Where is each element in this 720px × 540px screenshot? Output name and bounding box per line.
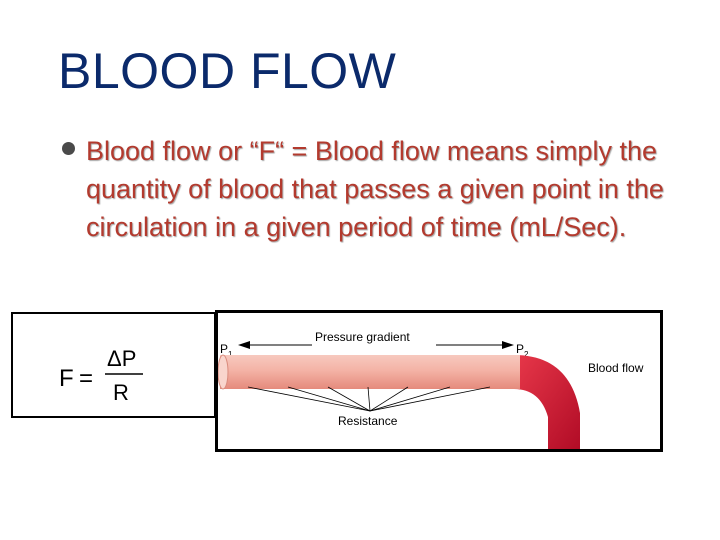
blood-flow-label: Blood flow: [588, 361, 644, 375]
resistance-line: [369, 386, 451, 412]
resistance-line: [367, 386, 371, 412]
resistance-line: [369, 386, 409, 412]
arrow-left-icon: [238, 341, 250, 349]
p2-label: P: [516, 342, 524, 356]
p2-subscript: 2: [524, 350, 529, 359]
bullet-text: Blood flow or “F“ = Blood flow means sim…: [86, 136, 664, 242]
vessel-bend: [514, 355, 580, 449]
pressure-gradient-label: Pressure gradient: [315, 330, 410, 344]
formula-graphic: F = ΔP R: [59, 346, 143, 405]
vessel-graphic: Pressure gradient P 1 P 2 Blood flow Res…: [217, 330, 644, 449]
p1-label: P: [220, 342, 228, 356]
formula-equals: =: [79, 365, 93, 392]
vessel-tube: [220, 355, 520, 389]
formula-numerator: ΔP: [107, 346, 136, 371]
resistance-line: [369, 386, 491, 412]
resistance-line: [247, 386, 371, 412]
resistance-line: [327, 386, 371, 412]
slide-title: BLOOD FLOW: [58, 43, 397, 99]
formula-denominator: R: [113, 380, 129, 405]
arrow-right-icon: [502, 341, 514, 349]
p1-subscript: 1: [228, 350, 233, 359]
vessel-opening: [217, 354, 229, 390]
resistance-label: Resistance: [338, 414, 398, 428]
formula-box: F = ΔP R: [11, 312, 216, 418]
resistance-line: [287, 386, 371, 412]
formula-lhs: F: [59, 365, 74, 392]
blood-vessel-diagram: Pressure gradient P 1 P 2 Blood flow Res…: [215, 310, 663, 452]
bullet-dot-icon: [62, 142, 75, 155]
